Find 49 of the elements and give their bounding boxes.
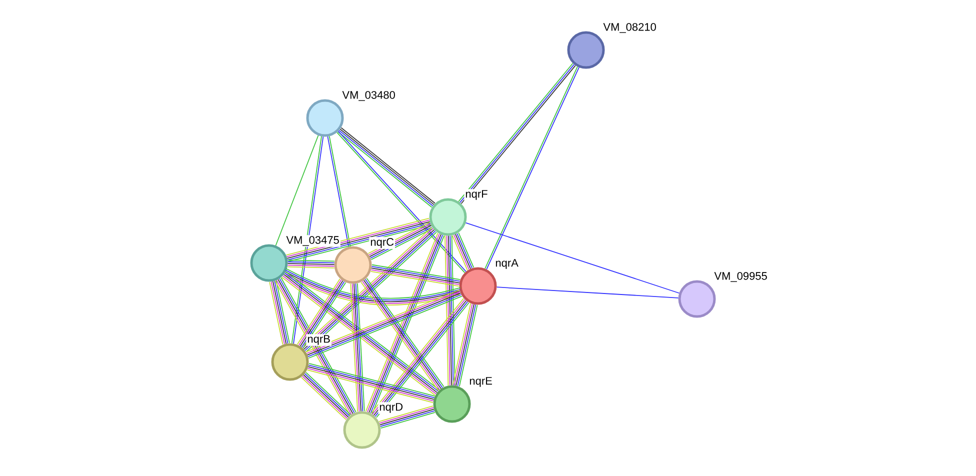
- node-label: nqrA: [494, 258, 520, 270]
- interaction-line: [284, 268, 461, 306]
- node-label: nqrE: [468, 376, 494, 388]
- interaction-line: [275, 135, 319, 246]
- node-label: nqrB: [306, 334, 332, 346]
- interaction-line: [458, 62, 576, 204]
- interaction-line: [465, 222, 680, 294]
- interaction-line: [370, 264, 461, 287]
- node-label: nqrF: [464, 189, 489, 201]
- node-label: VM_09955: [713, 271, 768, 283]
- interaction-line: [296, 278, 346, 349]
- node-label: VM_03480: [341, 90, 396, 102]
- protein-node: [334, 246, 372, 284]
- node-label: VM_03475: [285, 235, 340, 247]
- protein-node: [433, 385, 471, 423]
- interaction-line: [327, 136, 351, 248]
- interaction-line: [291, 136, 324, 344]
- protein-node: [567, 31, 605, 69]
- interaction-line: [360, 278, 444, 392]
- protein-node: [343, 411, 381, 449]
- interaction-line: [286, 218, 432, 262]
- interaction-line: [378, 405, 436, 429]
- protein-node: [429, 198, 467, 236]
- interaction-line: [300, 372, 352, 420]
- protein-node: [271, 343, 309, 381]
- interaction-line: [306, 362, 436, 404]
- interaction-line: [452, 232, 474, 271]
- interaction-line: [350, 283, 365, 412]
- interaction-line: [306, 289, 462, 359]
- protein-node: [250, 244, 288, 282]
- interaction-line: [269, 280, 290, 345]
- interaction-line: [452, 303, 478, 387]
- interaction-line: [338, 127, 436, 208]
- node-label: nqrC: [369, 237, 396, 249]
- protein-node: [306, 99, 344, 137]
- interaction-line: [336, 130, 466, 274]
- interaction-line: [287, 260, 335, 268]
- node-label: nqrD: [378, 402, 404, 414]
- interaction-line: [301, 226, 437, 352]
- interaction-line: [484, 66, 580, 270]
- interaction-line: [274, 277, 356, 416]
- node-label: VM_08210: [602, 22, 658, 34]
- protein-node: [459, 267, 497, 305]
- interaction-line: [444, 235, 456, 386]
- interaction-line: [365, 232, 445, 414]
- interaction-line: [281, 271, 440, 396]
- interaction-line: [370, 298, 470, 418]
- interaction-line: [496, 286, 679, 298]
- protein-node: [678, 280, 716, 318]
